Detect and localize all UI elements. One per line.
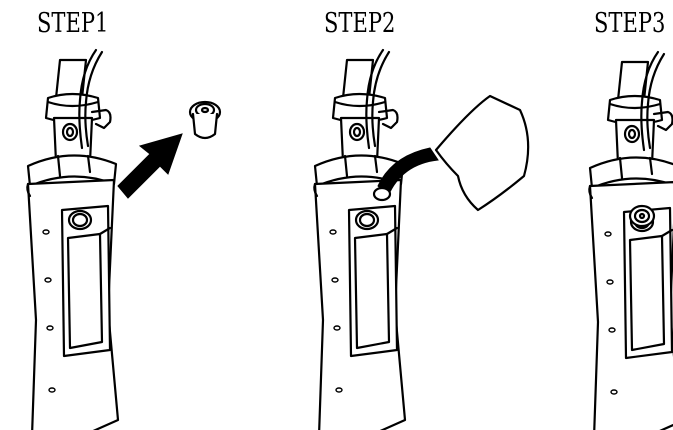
step-1-device xyxy=(27,50,118,430)
step-2-device xyxy=(314,50,405,430)
step-3-device xyxy=(589,52,673,430)
rubber-cap xyxy=(190,102,220,138)
installed-cap xyxy=(630,206,654,226)
arrow-icon xyxy=(118,134,182,198)
